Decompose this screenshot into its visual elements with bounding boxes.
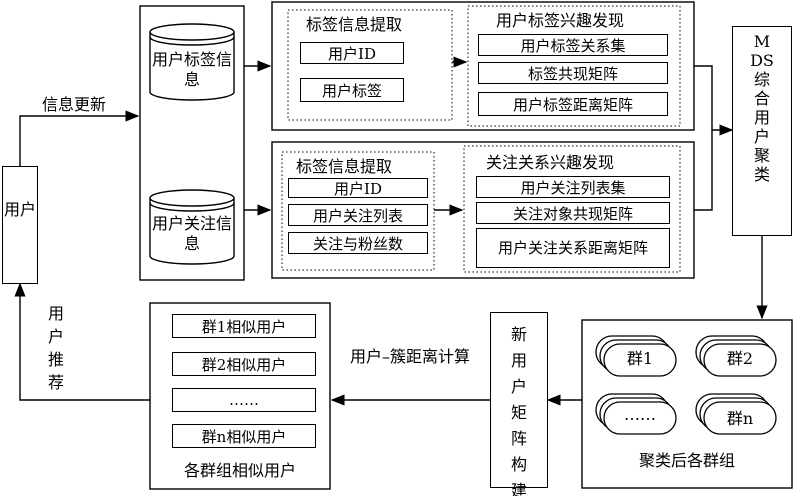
follow-cooccurrence-box: 关注对象共现矩阵 xyxy=(476,202,670,224)
follow-distance-box: 用户关注关系距离矩阵 xyxy=(476,228,670,268)
user-cluster-distance-label: 用户–簇距离计算 xyxy=(350,347,471,366)
follow-extraction-title: 标签信息提取 xyxy=(296,157,393,176)
group1-similar-users-box: 群1相似用户 xyxy=(172,314,316,338)
tag-database-icon xyxy=(149,23,235,101)
tag-extraction-group xyxy=(287,9,453,121)
follow-user-id-box: 用户ID xyxy=(288,178,428,198)
cluster-2-label: 群2 xyxy=(726,349,754,368)
follow-interest-group xyxy=(463,145,681,273)
user-tag-relation-box: 用户标签关系集 xyxy=(478,34,668,56)
user-tag-distance-box: 用户标签距离矩阵 xyxy=(478,92,668,116)
tag-cooccurrence-box: 标签共现矩阵 xyxy=(478,62,668,84)
similar-users-caption: 各群组相似用户 xyxy=(183,461,296,480)
user-tag-box: 用户标签 xyxy=(300,78,404,102)
user-label: 用户 xyxy=(3,200,36,219)
follow-database-icon xyxy=(149,189,235,265)
cluster-groups-container xyxy=(581,319,793,489)
mds-clustering-label: MDS综合用户聚类 xyxy=(750,32,774,184)
user-id-box: 用户ID xyxy=(300,42,404,64)
user-node xyxy=(2,166,38,284)
follow-info-store-label: 用户关注信息 xyxy=(151,214,232,253)
follow-interest-title: 关注关系兴趣发现 xyxy=(486,153,615,172)
tag-extraction-title: 标签信息提取 xyxy=(306,15,403,34)
cluster-stacks xyxy=(595,335,777,435)
cluster-1-label: 群1 xyxy=(626,349,654,368)
tag-interest-title: 用户标签兴趣发现 xyxy=(496,11,625,30)
follow-list-table-box: 用户关注列表集 xyxy=(476,176,670,198)
ellipsis-similar-users-box: …… xyxy=(172,388,316,412)
matrix-build-label: 新用户矩阵构建 xyxy=(510,325,527,496)
follow-extraction-group xyxy=(281,151,435,271)
follow-list-box: 用户关注列表 xyxy=(288,204,428,226)
follow-fans-count-box: 关注与粉丝数 xyxy=(288,232,428,254)
tag-info-store-label: 用户标签信息 xyxy=(151,50,232,89)
groupn-similar-users-box: 群n相似用户 xyxy=(172,424,316,448)
cluster-groups-caption: 聚类后各群组 xyxy=(638,451,735,470)
group2-similar-users-box: 群2相似用户 xyxy=(172,352,316,376)
cluster-n-label: 群n xyxy=(726,409,754,428)
info-update-label: 信息更新 xyxy=(42,95,107,114)
matrix-build-node xyxy=(490,312,548,488)
similar-users-container xyxy=(149,302,331,490)
cluster-ellipsis-label: …… xyxy=(624,405,656,424)
tag-interest-group xyxy=(467,5,681,127)
data-store-container xyxy=(139,5,245,281)
user-recommend-label: 用户推荐 xyxy=(47,304,64,392)
mds-clustering-node xyxy=(732,26,792,236)
